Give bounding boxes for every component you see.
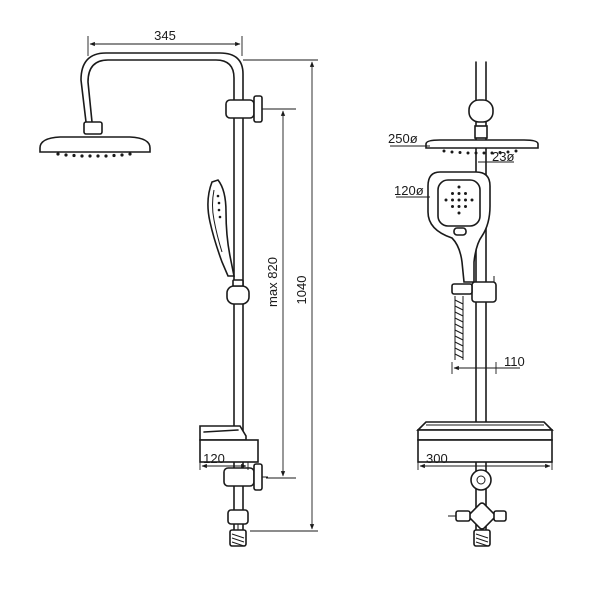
dim-label-120-shelf: 120 bbox=[203, 451, 225, 466]
nozzle-dot bbox=[445, 199, 448, 202]
dim-345: 345 bbox=[88, 28, 242, 56]
nozzle-dot bbox=[458, 186, 461, 189]
wall-bracket-bottom bbox=[224, 464, 268, 490]
shower-arm bbox=[81, 53, 243, 122]
rain-shower-head bbox=[40, 122, 150, 158]
side-view: 250ø 23ø 120ø bbox=[388, 62, 552, 546]
wall-bracket-top bbox=[226, 96, 268, 122]
inlet-connector bbox=[228, 510, 248, 546]
dim-label-300: 300 bbox=[426, 451, 448, 466]
slide-holder bbox=[227, 280, 249, 304]
diverter-side bbox=[448, 470, 506, 546]
nozzle-dot bbox=[451, 199, 454, 202]
nozzle-dot bbox=[458, 192, 461, 195]
front-view: 345 max 820 1040 120 bbox=[40, 28, 318, 546]
dim-label-345: 345 bbox=[154, 28, 176, 43]
dim-250: 250ø bbox=[388, 131, 430, 146]
hand-shower bbox=[208, 180, 234, 276]
dim-label-1040: 1040 bbox=[294, 276, 309, 305]
head-nozzles bbox=[56, 152, 131, 157]
dim-120-dia: 120ø bbox=[394, 183, 430, 198]
dim-label-820: max 820 bbox=[265, 257, 280, 307]
dim-label-110: 110 bbox=[504, 354, 525, 369]
nozzle-dot bbox=[458, 199, 461, 202]
dim-label-120-dia: 120ø bbox=[394, 183, 424, 198]
handshower-front bbox=[428, 172, 490, 282]
nozzle-dot bbox=[451, 192, 454, 195]
rain-head-side bbox=[426, 140, 538, 155]
hose-side bbox=[455, 296, 463, 360]
dim-23: 23ø bbox=[476, 149, 514, 166]
dim-label-23: 23ø bbox=[492, 149, 514, 164]
dim-label-250: 250ø bbox=[388, 131, 418, 146]
nozzle-dot bbox=[471, 199, 474, 202]
nozzle-dot bbox=[458, 205, 461, 208]
nozzle-dot bbox=[451, 205, 454, 208]
nozzle-dot bbox=[464, 205, 467, 208]
dim-max-820: max 820 bbox=[265, 109, 296, 478]
top-bracket-side bbox=[469, 100, 493, 138]
nozzle-dot bbox=[464, 199, 467, 202]
nozzle-dot bbox=[458, 212, 461, 215]
nozzle-dot bbox=[464, 192, 467, 195]
